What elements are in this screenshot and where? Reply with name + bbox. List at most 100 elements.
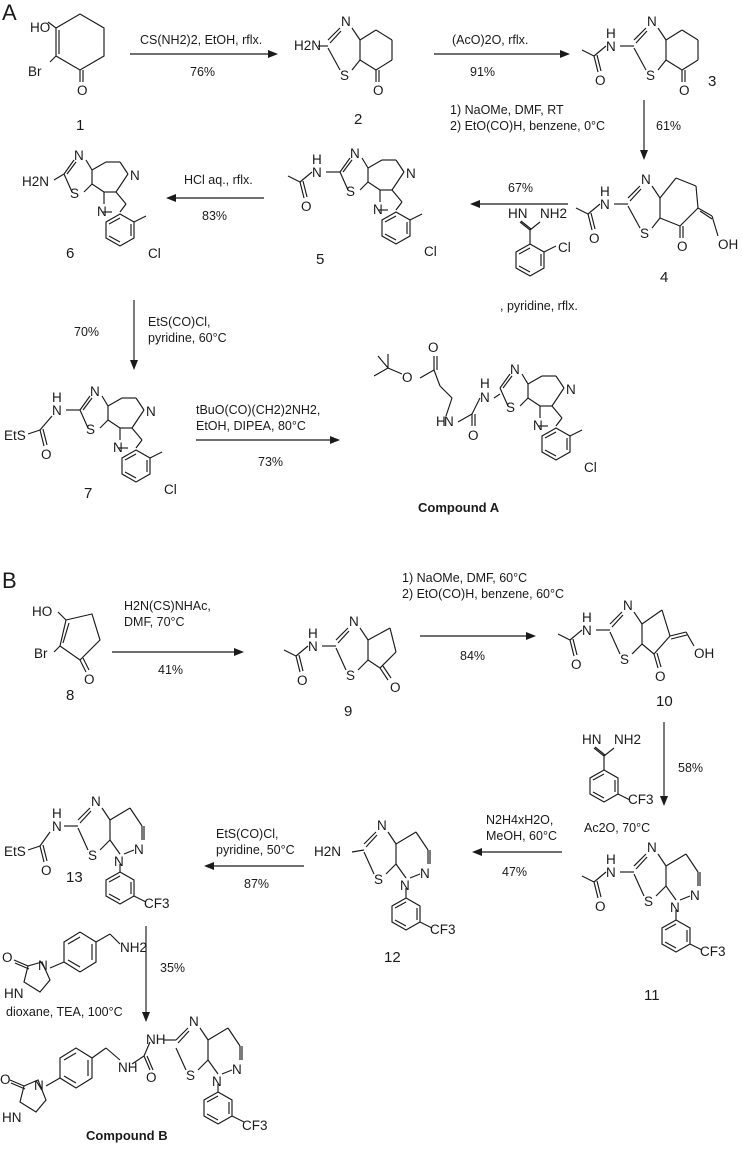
atom-cf3: CF3 bbox=[144, 896, 170, 911]
step-a2-conditions: (AcO)2O, rflx. bbox=[452, 33, 528, 47]
step-a6-yield: 70% bbox=[74, 325, 99, 339]
step-a5-conditions: HCl aq., rflx. bbox=[184, 173, 253, 187]
step-a7-conditions-2: EtOH, DIPEA, 80°C bbox=[196, 419, 306, 433]
compound-1-label: 1 bbox=[76, 117, 84, 134]
atom-n: N bbox=[34, 1078, 44, 1093]
atom-n: N bbox=[52, 819, 62, 834]
atom-h: H bbox=[582, 610, 592, 625]
step-b5-yield: 87% bbox=[244, 877, 269, 891]
atom-cf3: CF3 bbox=[628, 792, 654, 807]
atom-nh: NH bbox=[146, 1032, 166, 1047]
atom-hn: HN bbox=[582, 732, 602, 747]
atom-h2n: H2N bbox=[22, 174, 49, 189]
step-b4-yield: 47% bbox=[502, 865, 527, 879]
atom-s: S bbox=[646, 68, 655, 83]
atom-n: N bbox=[97, 204, 107, 219]
compound-9-structure: N S H N O O bbox=[283, 614, 401, 695]
atom-o: O bbox=[297, 673, 308, 688]
step-b1-conditions-1: H2N(CS)NHAc, bbox=[124, 599, 211, 613]
atom-o: O bbox=[595, 899, 606, 914]
atom-o: O bbox=[2, 950, 13, 965]
atom-n: N bbox=[623, 598, 633, 613]
compound-2-label: 2 bbox=[354, 111, 362, 128]
step-b4-conditions-1: N2H4xH2O, bbox=[486, 813, 553, 827]
atom-n: N bbox=[377, 818, 387, 833]
atom-o: O bbox=[679, 83, 690, 98]
compound-7-label: 7 bbox=[84, 485, 92, 502]
atom-hn: HN bbox=[508, 206, 528, 221]
atom-h: H bbox=[308, 626, 318, 641]
atom-n: N bbox=[349, 614, 359, 629]
atom-h: H bbox=[606, 26, 616, 41]
compound-8-structure: HO Br O bbox=[32, 604, 101, 687]
atom-o: O bbox=[373, 83, 384, 98]
atom-ets: EtS bbox=[4, 844, 26, 859]
atom-n: N bbox=[606, 39, 616, 54]
atom-oh: OH bbox=[718, 237, 738, 252]
atom-o: O bbox=[77, 83, 88, 98]
atom-n: N bbox=[113, 440, 123, 455]
atom-cl: Cl bbox=[164, 482, 177, 497]
compound-2-structure: N S H2N O bbox=[294, 14, 393, 98]
imidazolidinone-benzylamine-reagent: NH2 O N HN bbox=[2, 931, 147, 1001]
atom-n: N bbox=[38, 958, 48, 973]
step-a4-conditions: , pyridine, rflx. bbox=[500, 299, 578, 313]
atom-o: O bbox=[468, 428, 479, 443]
step-a1-yield: 76% bbox=[190, 65, 215, 79]
step-a7-yield: 73% bbox=[258, 455, 283, 469]
atom-n: N bbox=[400, 878, 410, 893]
compound-8-label: 8 bbox=[66, 687, 74, 704]
atom-br: Br bbox=[34, 646, 48, 661]
atom-n: N bbox=[350, 146, 360, 161]
atom-n: N bbox=[232, 1062, 242, 1077]
compound-a-label: Compound A bbox=[418, 500, 500, 515]
step-b1-yield: 41% bbox=[158, 663, 183, 677]
cf3-benzamidine-reagent: HN NH2 CF3 bbox=[582, 732, 654, 807]
step-a6-conditions-2: pyridine, 60°C bbox=[148, 331, 227, 345]
atom-nh2: NH2 bbox=[540, 206, 567, 221]
atom-o: O bbox=[41, 863, 52, 878]
atom-n: N bbox=[130, 168, 140, 183]
atom-n: N bbox=[114, 854, 124, 869]
atom-n: N bbox=[312, 165, 322, 180]
atom-o: O bbox=[402, 370, 413, 385]
compound-a-structure: O O H N O H N N S N N Cl bbox=[373, 340, 597, 475]
atom-h: H bbox=[52, 390, 62, 405]
atom-n: N bbox=[212, 1074, 222, 1089]
compound-4-label: 4 bbox=[660, 269, 668, 286]
step-a5-yield: 83% bbox=[202, 209, 227, 223]
compound-11-label: 11 bbox=[644, 987, 660, 1004]
compound-13-structure: H N EtS O N S N N CF3 bbox=[4, 794, 170, 911]
step-a4-yield: 67% bbox=[508, 181, 533, 195]
step-a2-yield: 91% bbox=[470, 65, 495, 79]
atom-cf3: CF3 bbox=[430, 922, 456, 937]
step-b6-conditions: dioxane, TEA, 100°C bbox=[6, 1005, 123, 1019]
step-a6-conditions-1: EtS(CO)Cl, bbox=[148, 315, 211, 329]
atom-h: H bbox=[312, 152, 322, 167]
atom-s: S bbox=[346, 184, 355, 199]
atom-n: N bbox=[189, 1014, 199, 1029]
atom-o: O bbox=[390, 680, 401, 695]
panel-b-label: B bbox=[2, 568, 17, 593]
atom-n: N bbox=[90, 384, 100, 399]
atom-h: H bbox=[52, 806, 62, 821]
atom-n: N bbox=[406, 166, 416, 181]
atom-n: N bbox=[444, 414, 454, 429]
atom-hn: HN bbox=[4, 986, 24, 1001]
atom-h: H bbox=[606, 852, 616, 867]
atom-o: O bbox=[0, 1072, 11, 1087]
atom-n: N bbox=[134, 842, 144, 857]
compound-3-structure: N S H N O O bbox=[581, 14, 699, 98]
panel-a-label: A bbox=[2, 0, 17, 25]
atom-n: N bbox=[566, 382, 576, 397]
atom-n: N bbox=[480, 390, 490, 405]
atom-s: S bbox=[640, 226, 649, 241]
atom-ho: HO bbox=[32, 604, 52, 619]
compound-3-label: 3 bbox=[708, 73, 716, 90]
atom-n: N bbox=[641, 172, 651, 187]
atom-o: O bbox=[428, 340, 439, 355]
atom-n: N bbox=[606, 865, 616, 880]
atom-oh: OH bbox=[694, 646, 714, 661]
atom-s: S bbox=[506, 400, 515, 415]
atom-n: N bbox=[670, 900, 680, 915]
